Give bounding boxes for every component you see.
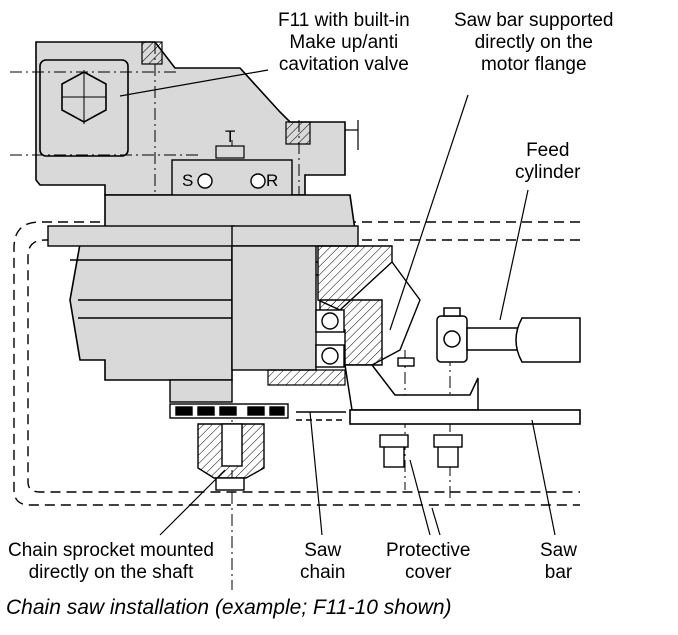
- bar-bolts: [379, 357, 463, 468]
- port-plate: [171, 159, 293, 197]
- port-s-label: S: [182, 171, 194, 190]
- label-f11-valve: F11 with built-in Make up/anti cavitatio…: [278, 10, 410, 75]
- feed-cylinder: [436, 307, 581, 363]
- valve-block: [35, 41, 359, 196]
- bar-bracket: [344, 364, 479, 411]
- bearings: [315, 309, 345, 368]
- protective-cover-inner: [27, 239, 580, 493]
- port-s-circle: [197, 173, 213, 189]
- motor-housing: [47, 194, 359, 403]
- figure-caption: Chain saw installation (example; F11-10 …: [6, 596, 452, 619]
- leader-lines: [119, 69, 556, 536]
- protective-cover-outline: [13, 221, 580, 506]
- port-t-label: T: [225, 127, 236, 146]
- bearing-seat: [267, 369, 346, 386]
- chain-sprocket: [169, 403, 289, 491]
- port-t-plug: [215, 145, 245, 159]
- label-chain-sprocket: Chain sprocket mounted directly on the s…: [8, 540, 214, 583]
- mounting-flange: [317, 245, 393, 311]
- port-r-label: R: [266, 171, 279, 190]
- label-saw-bar-support: Saw bar supported directly on the motor …: [454, 10, 614, 75]
- label-saw-bar: Saw bar: [540, 540, 577, 583]
- label-saw-chain: Saw chain: [300, 540, 346, 583]
- port-r-circle: [250, 173, 266, 189]
- label-protective-cover: Protective cover: [386, 540, 471, 583]
- label-feed-cylinder: Feed cylinder: [515, 140, 581, 183]
- saw-bar: [296, 409, 581, 425]
